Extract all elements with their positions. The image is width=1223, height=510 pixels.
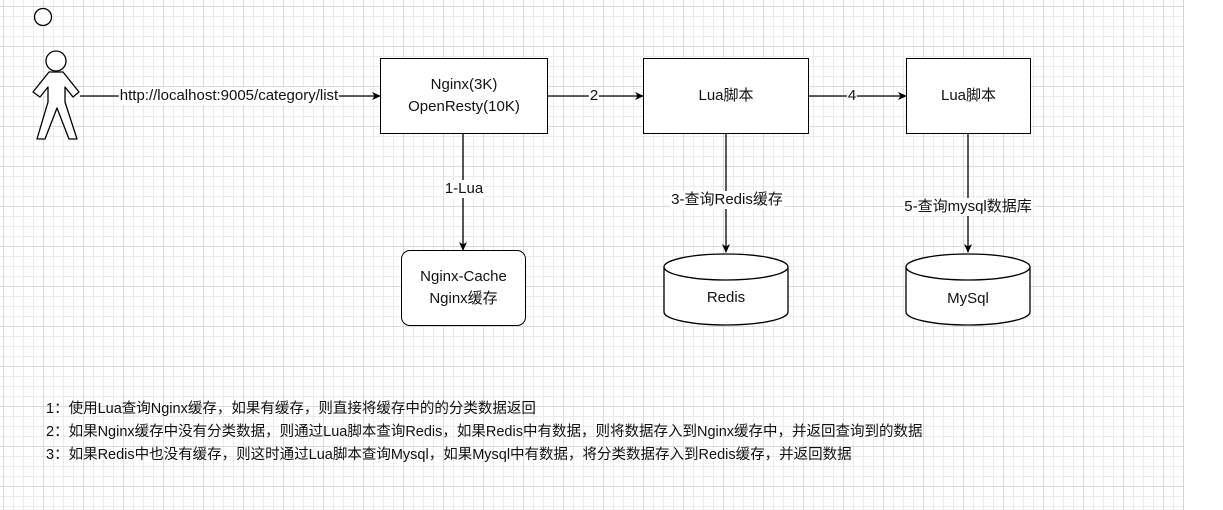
edge-step1-label: 1-Lua: [443, 180, 485, 198]
edge-request-label: http://localhost:9005/category/list: [118, 87, 340, 105]
note-line-2: 2：如果Nginx缓存中没有分类数据，则通过Lua脚本查询Redis，如果Red…: [46, 424, 923, 440]
redis-node-label: Redis: [706, 289, 746, 306]
edge-step3-label: 3-查询Redis缓存: [670, 191, 784, 209]
edge-step4-label: 4: [846, 87, 858, 105]
mysql-cylinder-shape: [905, 253, 1031, 326]
lua-node-2-label: Lua脚本: [940, 87, 997, 104]
lua-script-node-2[interactable]: Lua脚本: [906, 58, 1031, 134]
edge-step2-label: 2: [588, 87, 600, 105]
nginx-cache-line1: Nginx-Cache: [420, 268, 507, 285]
note-line-3: 3：如果Redis中也没有缓存，则这时通过Lua脚本查询Mysql，如果Mysq…: [46, 447, 852, 463]
canvas-edge: [1183, 0, 1184, 510]
nginx-openresty-node[interactable]: Nginx(3K) OpenResty(10K): [380, 58, 548, 134]
nginx-node-line2: OpenResty(10K): [408, 98, 520, 115]
nginx-cache-line2: Nginx缓存: [429, 290, 498, 307]
lua-script-node-1[interactable]: Lua脚本: [643, 58, 809, 134]
waypoint-circle: [33, 7, 53, 27]
nginx-node-line1: Nginx(3K): [430, 76, 498, 93]
lua-node-1-label: Lua脚本: [698, 87, 754, 104]
user-actor-icon: [32, 50, 80, 140]
edge-step5-label: 5-查询mysql数据库: [903, 198, 1033, 216]
note-line-1: 1：使用Lua查询Nginx缓存，如果有缓存，则直接将缓存中的的分类数据返回: [46, 401, 536, 417]
notes-block: 1：使用Lua查询Nginx缓存，如果有缓存，则直接将缓存中的的分类数据返回 2…: [46, 398, 923, 467]
canvas-margin: [1183, 0, 1223, 510]
mysql-node-label: MySql: [947, 290, 989, 307]
nginx-cache-node[interactable]: Nginx-Cache Nginx缓存: [401, 250, 526, 326]
redis-cylinder-shape: [663, 253, 789, 326]
